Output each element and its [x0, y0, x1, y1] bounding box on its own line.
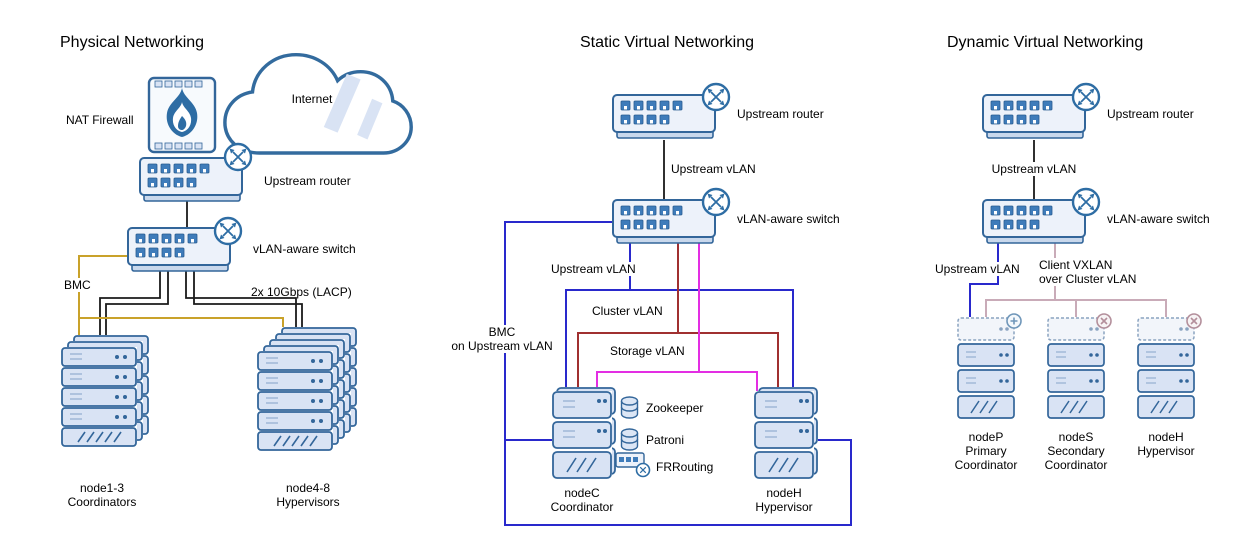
nodeh-server-stack [754, 387, 818, 479]
router-symbol-icon [701, 187, 731, 217]
router-symbol-icon [1071, 187, 1101, 217]
panel-title-static: Static Virtual Networking [580, 34, 754, 51]
label-nodec: nodeC Coordinator [550, 486, 614, 514]
label-lacp: 2x 10Gbps (LACP) [251, 285, 352, 299]
upstream-router-icon [613, 95, 715, 138]
upstream-vlan-link [969, 240, 999, 322]
nat-firewall-icon [147, 76, 217, 154]
bmc-link [78, 255, 130, 352]
label-vlan-switch: vLAN-aware switch [737, 212, 840, 226]
patroni-icon [620, 428, 639, 451]
label-nodes: nodeS Secondary Coordinator [1044, 430, 1108, 472]
upstream-vlan-link [565, 289, 794, 394]
label-nodeh: nodeH Hypervisor [755, 486, 813, 514]
router-symbol-icon [223, 142, 253, 172]
panel-title-dynamic: Dynamic Virtual Networking [947, 34, 1144, 51]
nodes-server-stack [1047, 317, 1105, 419]
label-internet: Internet [291, 92, 333, 106]
cluster-vlan-link [577, 332, 779, 394]
nodec-server-stack [552, 387, 616, 479]
panel-title-physical: Physical Networking [60, 34, 205, 51]
label-frrouting: FRRouting [656, 460, 714, 474]
label-bmc: BMC [62, 278, 93, 292]
label-upstream-router: Upstream router [1107, 107, 1194, 121]
label-client-vxlan: Client VXLAN over Cluster vLAN [1037, 258, 1139, 286]
label-nodeh: nodeH Hypervisor [1137, 430, 1195, 458]
label-upstream-vlan-trunk: Upstream vLAN [984, 162, 1084, 176]
label-upstream-vlan: Upstream vLAN [933, 262, 1022, 276]
router-symbol-icon [701, 82, 731, 112]
label-hypervisors: node4-8 Hypervisors [276, 481, 340, 509]
frrouting-icon [615, 452, 651, 478]
label-nodep: nodeP Primary Coordinator [954, 430, 1018, 472]
vm-remove-badge-icon [1186, 313, 1202, 329]
label-cluster-vlan: Cluster vLAN [592, 304, 663, 318]
label-zookeeper: Zookeeper [646, 401, 704, 415]
bmc-upstream-vlan-link [504, 221, 852, 526]
router-symbol-icon [1071, 82, 1101, 112]
label-upstream-vlan: Upstream vLAN [549, 262, 638, 276]
lacp-link [105, 268, 169, 352]
hypervisors-server-stack [257, 327, 357, 451]
vm-remove-badge-icon [1096, 313, 1112, 329]
storage-vlan-links [596, 240, 758, 394]
label-upstream-vlan-trunk: Upstream vLAN [671, 162, 756, 176]
vm-add-badge-icon [1006, 313, 1022, 329]
label-nat-firewall: NAT Firewall [66, 113, 134, 127]
label-bmc-on-upstream: BMC on Upstream vLAN [447, 325, 557, 353]
vlan-switch-icon [613, 200, 715, 243]
label-storage-vlan: Storage vLAN [610, 344, 685, 358]
coordinators-server-stack [61, 335, 149, 447]
vlan-switch-icon [983, 200, 1085, 243]
upstream-vlan-links [504, 221, 999, 526]
label-vlan-switch: vLAN-aware switch [253, 242, 356, 256]
label-vlan-switch: vLAN-aware switch [1107, 212, 1210, 226]
internet-cloud-icon [223, 52, 413, 155]
lacp-link [99, 268, 161, 352]
label-patroni: Patroni [646, 433, 685, 447]
nodeh-server-stack [1137, 317, 1195, 419]
label-coordinators: node1-3 Coordinators [67, 481, 137, 509]
label-upstream-router: Upstream router [737, 107, 824, 121]
upstream-router-icon [983, 95, 1085, 138]
cluster-vlan-links [577, 240, 779, 394]
router-symbol-icon [213, 216, 243, 246]
storage-vlan-link [596, 371, 758, 394]
nodep-server-stack [957, 317, 1015, 419]
label-upstream-router: Upstream router [264, 174, 351, 188]
zookeeper-icon [620, 396, 639, 419]
